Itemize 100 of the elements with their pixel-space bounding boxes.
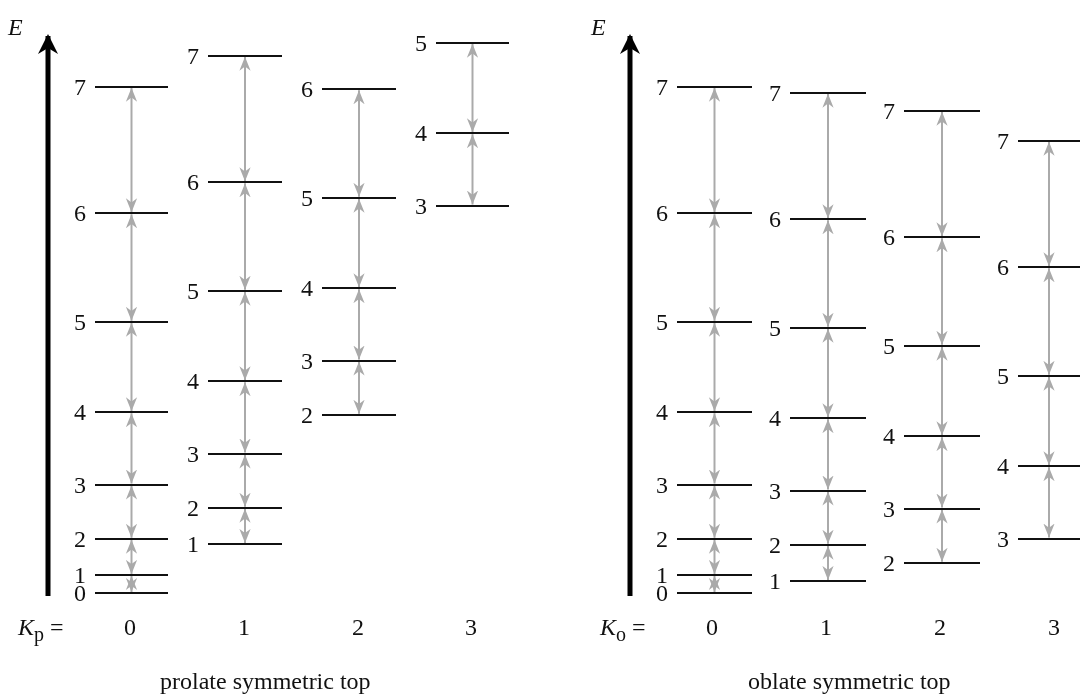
level-label: 7 xyxy=(73,74,87,99)
level-label: 1 xyxy=(186,531,200,556)
level-label: 3 xyxy=(186,441,200,466)
level-label: 7 xyxy=(882,98,896,123)
transition-arrow xyxy=(466,42,479,134)
level-label: 6 xyxy=(768,207,782,232)
transition-arrow xyxy=(353,288,365,361)
quantum-number-label: K$_{o}$ = xyxy=(600,614,646,647)
transition-arrow xyxy=(125,412,138,485)
level-label: 3 xyxy=(73,472,87,497)
level-label: 3 xyxy=(655,472,669,497)
transition-arrow xyxy=(125,321,138,413)
transition-arrow xyxy=(125,484,138,539)
transition-arrow xyxy=(708,412,721,485)
level-label: 2 xyxy=(300,402,314,427)
transition-arrow xyxy=(708,86,721,214)
level-label: 3 xyxy=(300,348,314,373)
caption: oblate symmetric top xyxy=(748,668,951,694)
axis-label: E xyxy=(591,14,606,40)
level-label: 4 xyxy=(768,406,782,431)
transition-arrow xyxy=(822,327,834,419)
level-label: 2 xyxy=(73,526,87,551)
transition-arrow xyxy=(353,197,365,289)
transition-arrow xyxy=(239,453,251,508)
level-label: 3 xyxy=(996,526,1010,551)
level-label: 1 xyxy=(73,562,87,587)
transition-arrow xyxy=(239,290,251,382)
level-label: 4 xyxy=(996,454,1010,479)
level-label: 1 xyxy=(655,562,669,587)
transition-arrow xyxy=(1043,466,1055,539)
level-label: 3 xyxy=(768,478,782,503)
k-value: 1 xyxy=(820,614,832,640)
level-label: 4 xyxy=(414,121,428,146)
axis-label: E xyxy=(8,14,23,40)
level-label: 4 xyxy=(655,400,669,425)
transition-arrow xyxy=(353,360,365,415)
level-label: 3 xyxy=(414,193,428,218)
transition-arrow xyxy=(1043,140,1055,268)
transition-arrow xyxy=(1043,267,1055,376)
level-label: 7 xyxy=(996,128,1010,153)
level-label: 4 xyxy=(186,369,200,394)
transition-arrow xyxy=(708,484,721,539)
level-label: 5 xyxy=(882,333,896,358)
k-value: 2 xyxy=(352,614,364,640)
level-label: 5 xyxy=(300,185,314,210)
transition-arrow xyxy=(466,133,479,206)
level-label: 4 xyxy=(882,424,896,449)
transition-arrow xyxy=(239,55,251,183)
level-label: 6 xyxy=(996,255,1010,280)
transition-arrow xyxy=(239,381,251,454)
transition-arrow xyxy=(353,89,365,198)
transition-arrow xyxy=(936,110,948,238)
level-label: 5 xyxy=(655,309,669,334)
transition-arrow xyxy=(936,508,948,563)
level-label: 6 xyxy=(655,201,669,226)
transition-arrow xyxy=(936,436,948,509)
level-label: 6 xyxy=(300,77,314,102)
transition-arrow xyxy=(239,507,251,544)
level-label: 4 xyxy=(73,400,87,425)
transition-arrow xyxy=(125,213,138,322)
level-label: 5 xyxy=(73,309,87,334)
level-label: 5 xyxy=(186,278,200,303)
transition-arrow xyxy=(125,538,138,575)
k-value: 0 xyxy=(706,614,718,640)
level-label: 6 xyxy=(882,225,896,250)
transition-arrow xyxy=(822,490,834,545)
transition-arrow xyxy=(1043,375,1055,467)
transition-arrow xyxy=(708,213,721,322)
level-label: 6 xyxy=(186,170,200,195)
k-value: 3 xyxy=(1048,614,1060,640)
level-label: 4 xyxy=(300,276,314,301)
transition-arrow xyxy=(936,237,948,346)
transition-arrow xyxy=(125,86,138,214)
transition-arrow xyxy=(239,182,251,291)
level-label: 7 xyxy=(186,43,200,68)
level-label: 3 xyxy=(882,496,896,521)
level-label: 7 xyxy=(655,74,669,99)
level-label: 7 xyxy=(768,80,782,105)
k-value: 1 xyxy=(238,614,250,640)
level-label: 2 xyxy=(882,550,896,575)
k-value: 0 xyxy=(124,614,136,640)
level-label: 2 xyxy=(768,532,782,557)
transition-arrow xyxy=(822,418,834,491)
transition-arrow xyxy=(708,574,721,593)
transition-arrow xyxy=(708,538,721,575)
level-label: 2 xyxy=(186,495,200,520)
caption: prolate symmetric top xyxy=(160,668,371,694)
level-label: 2 xyxy=(655,526,669,551)
level-label: 6 xyxy=(73,201,87,226)
level-label: 5 xyxy=(768,315,782,340)
transition-arrow xyxy=(822,544,834,581)
k-value: 3 xyxy=(465,614,477,640)
level-label: 1 xyxy=(768,568,782,593)
quantum-number-label: K$_{p}$ = xyxy=(18,614,64,647)
level-label: 5 xyxy=(996,363,1010,388)
transition-arrow xyxy=(125,574,138,593)
level-label: 5 xyxy=(414,30,428,55)
k-value: 2 xyxy=(934,614,946,640)
transition-arrow xyxy=(822,92,834,220)
transition-arrow xyxy=(936,345,948,437)
